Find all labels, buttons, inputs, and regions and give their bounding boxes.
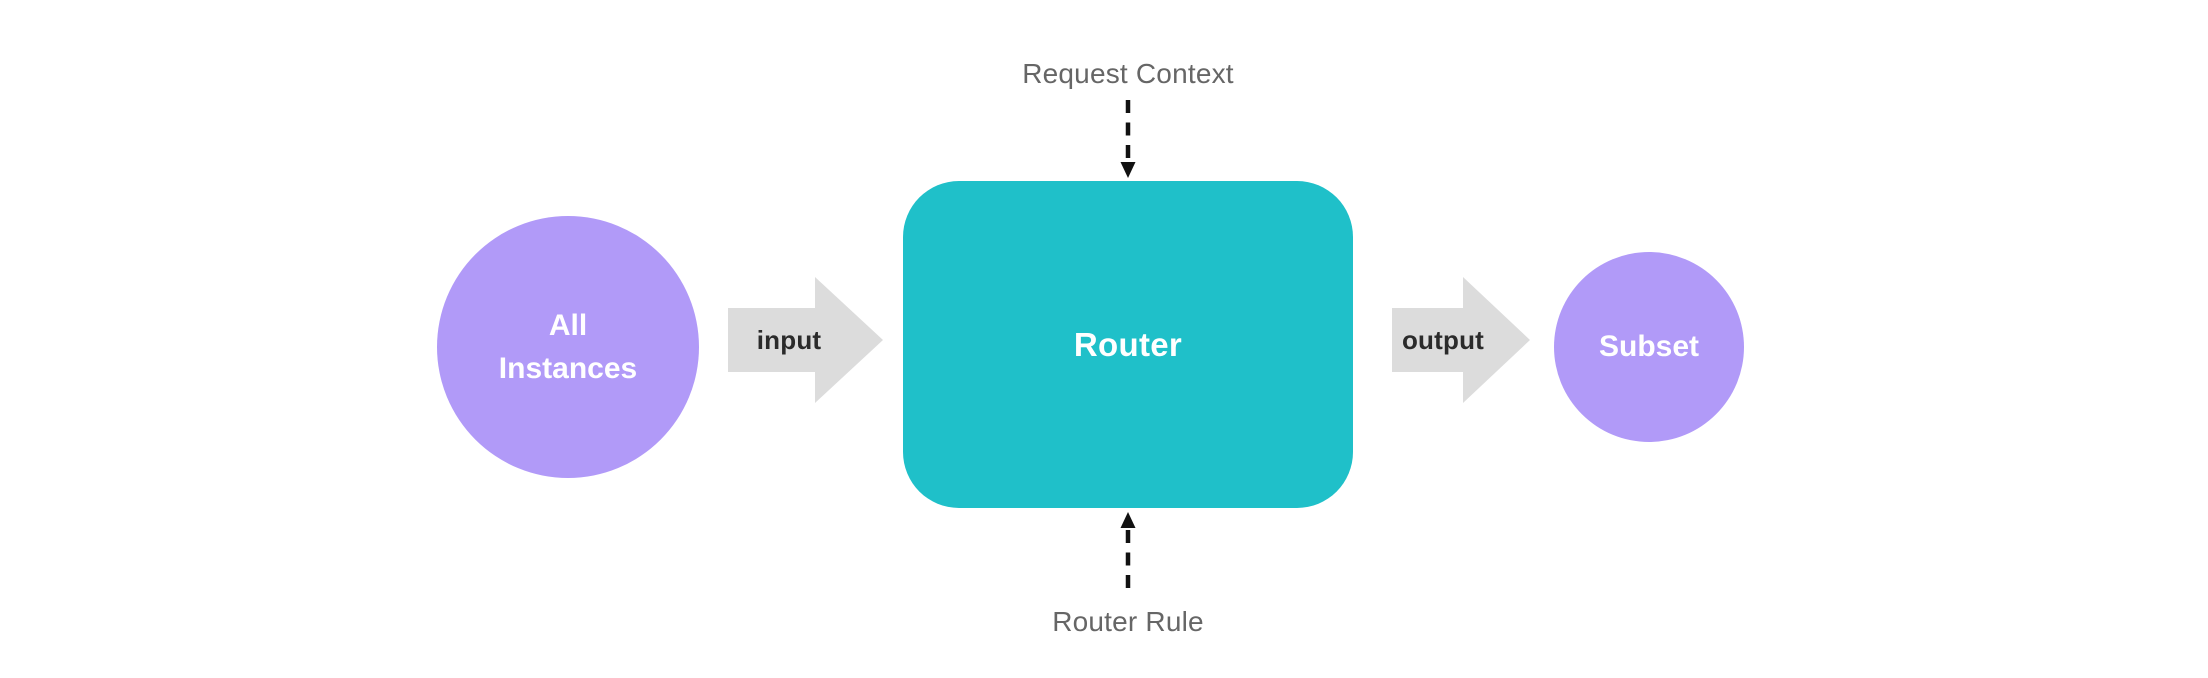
subset-node: Subset: [1554, 252, 1744, 442]
router-label: Router: [1073, 325, 1183, 363]
subset-label: Subset: [1598, 330, 1700, 363]
all-instances-node: All Instances: [437, 216, 699, 478]
arrow-down-icon: [1120, 162, 1136, 178]
router-node: Router: [903, 181, 1353, 508]
all-instances-label: All Instances: [498, 308, 638, 386]
arrow-right-shape: [728, 277, 883, 403]
arrow-up-icon: [1120, 512, 1136, 528]
input-arrow-icon: [728, 277, 883, 403]
input-arrow-label: input: [756, 324, 822, 355]
request-context-label: Request Context: [1022, 58, 1234, 89]
output-arrow-icon: [1392, 277, 1530, 403]
router-rule-label: Router Rule: [1052, 606, 1204, 637]
router-rule-dashed-arrow: [1120, 512, 1136, 596]
arrow-right-shape: [1392, 277, 1530, 403]
request-context-dashed-arrow: [1120, 100, 1136, 178]
output-arrow-label: output: [1401, 324, 1485, 355]
